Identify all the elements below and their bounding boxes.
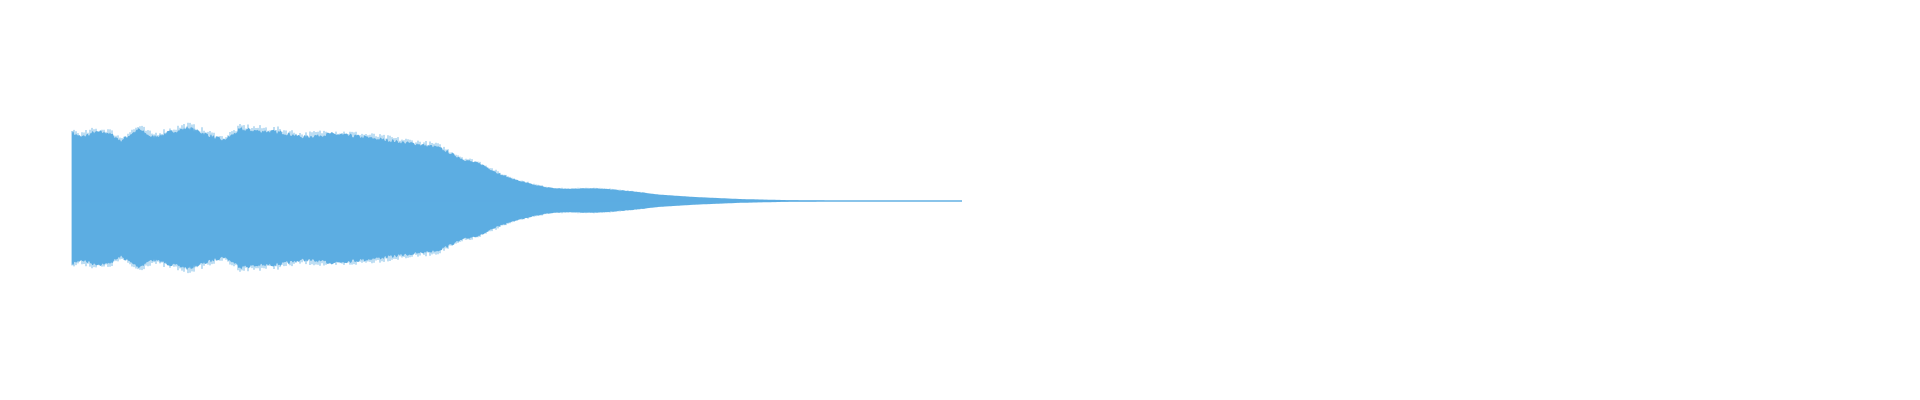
waveform-fill: [72, 125, 962, 271]
